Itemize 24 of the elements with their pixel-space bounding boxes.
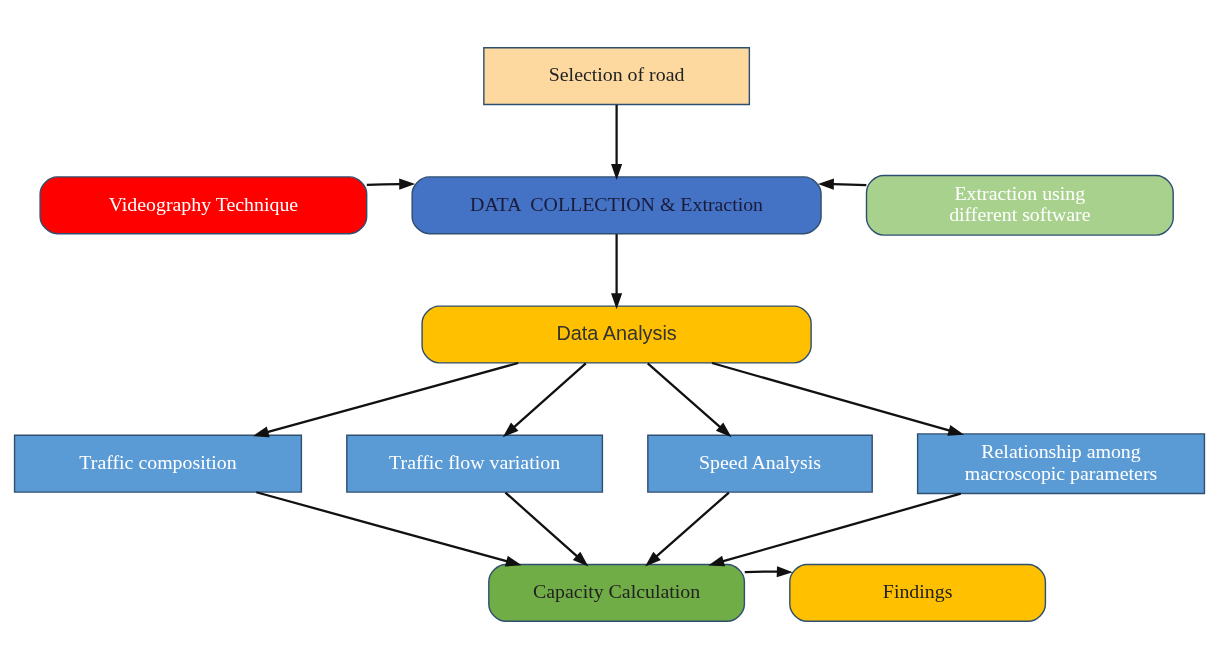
node-box: Selection of road (483, 46, 751, 105)
arrow (611, 233, 623, 309)
node-box: Relationship among macroscopic parameters (916, 432, 1206, 494)
arrow (817, 178, 867, 190)
arrow (256, 490, 522, 566)
node-box: DATA COLLECTION & Extraction (411, 175, 822, 234)
arrow (504, 491, 589, 566)
node-box: Speed Analysis (647, 434, 873, 493)
arrow (744, 565, 793, 577)
node-box: Capacity Calculation (488, 563, 746, 622)
node-box: Data Analysis (421, 304, 812, 364)
arrow (711, 361, 965, 436)
arrow (708, 492, 962, 566)
node-box: Traffic flow variation (346, 434, 604, 493)
arrow (366, 177, 416, 190)
node-box: Extraction using different software (865, 174, 1174, 236)
arrow (502, 362, 587, 437)
arrow (646, 362, 732, 437)
arrow (611, 104, 623, 180)
node-box: Traffic composition (13, 434, 303, 493)
node-box: Videography Technique (39, 175, 368, 234)
node-box: Findings (789, 563, 1047, 622)
arrow (252, 361, 519, 437)
arrow (645, 491, 730, 566)
